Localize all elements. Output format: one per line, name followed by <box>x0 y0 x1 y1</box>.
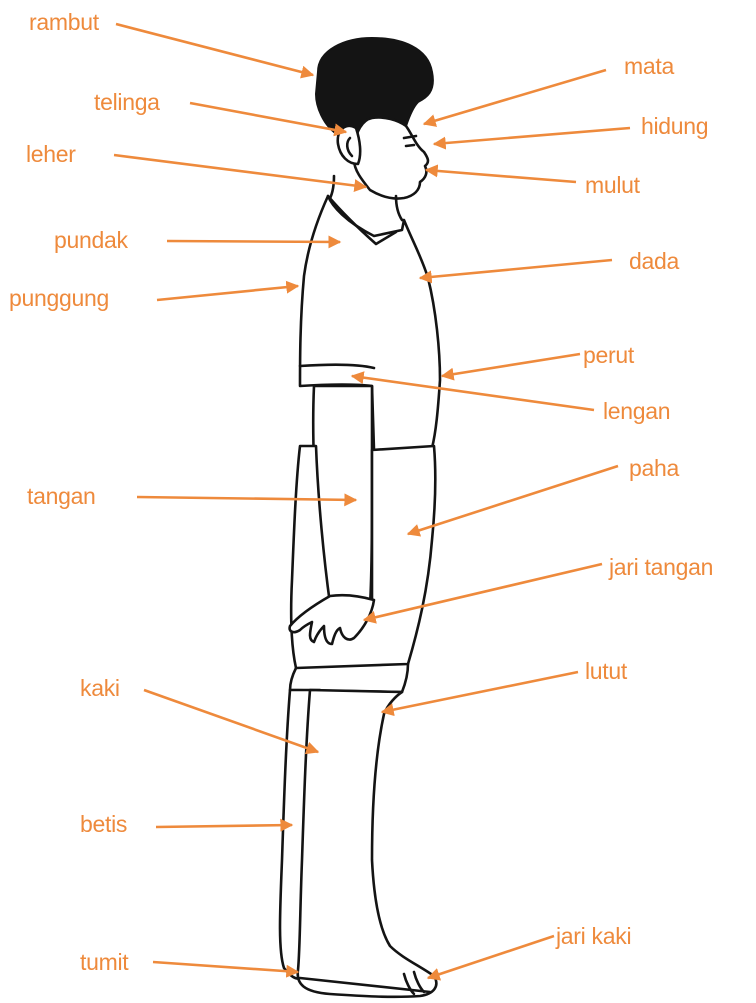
leader-line-telinga <box>190 103 346 132</box>
label-leher: leher <box>26 143 76 166</box>
leader-line-mata <box>424 70 606 124</box>
leader-line-lutut <box>382 672 578 712</box>
leader-line-punggung <box>157 286 298 300</box>
leader-line-kaki <box>144 690 318 752</box>
label-tumit: tumit <box>80 951 128 974</box>
label-tangan: tangan <box>27 485 96 508</box>
label-telinga: telinga <box>94 91 160 114</box>
label-pundak: pundak <box>54 229 128 252</box>
label-jari-tangan: jari tangan <box>609 556 713 579</box>
label-dada: dada <box>629 250 679 273</box>
leader-line-jari-tangan <box>364 564 602 620</box>
leader-line-tumit <box>153 962 298 972</box>
label-lutut: lutut <box>585 660 627 683</box>
label-rambut: rambut <box>29 11 99 34</box>
label-hidung: hidung <box>641 115 708 138</box>
leader-line-leher <box>114 155 366 187</box>
leader-line-pundak <box>167 241 340 242</box>
leader-line-paha <box>408 466 618 534</box>
label-mata: mata <box>624 55 674 78</box>
leader-line-tangan <box>137 497 356 500</box>
leader-line-hidung <box>434 128 630 144</box>
label-paha: paha <box>629 457 679 480</box>
label-lengan: lengan <box>603 400 670 423</box>
leader-line-betis <box>156 825 292 827</box>
label-mulut: mulut <box>585 174 640 197</box>
label-punggung: punggung <box>9 287 109 310</box>
leader-line-lengan <box>352 376 594 410</box>
leader-line-mulut <box>426 170 576 182</box>
leader-line-rambut <box>116 24 313 75</box>
label-jari-kaki: jari kaki <box>556 925 631 948</box>
leader-line-jari-kaki <box>428 936 554 978</box>
label-betis: betis <box>80 813 127 836</box>
leader-line-perut <box>442 354 580 376</box>
leader-line-dada <box>420 260 612 278</box>
label-kaki: kaki <box>80 677 120 700</box>
label-perut: perut <box>583 344 634 367</box>
